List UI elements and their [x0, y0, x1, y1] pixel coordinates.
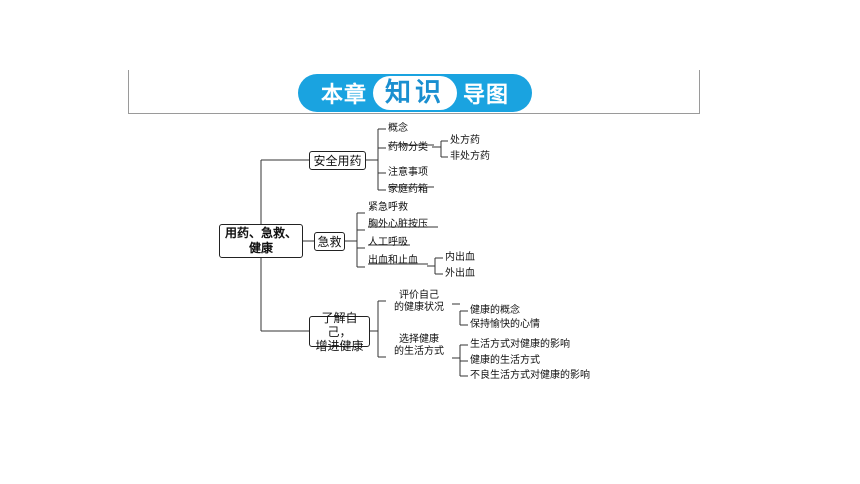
chapter-map-banner: 本章 知识 导图 — [298, 74, 532, 112]
bleeding-internal: 内出血 — [445, 252, 475, 263]
evaluate-item-cheerful-mood: 保持愉快的心情 — [470, 319, 540, 330]
root-line-2: 健康 — [248, 241, 273, 255]
branch-know-yourself: 了解自己， 增进健康 — [309, 311, 370, 353]
health-label-line-1: 了解自己， — [321, 310, 358, 339]
lifestyle-label: 选择健康 的生活方式 — [386, 334, 452, 358]
lifestyle-item-healthy: 健康的生活方式 — [470, 355, 540, 366]
banner-left-text: 本章 — [320, 83, 367, 108]
drug-type-prescription: 处方药 — [450, 135, 480, 146]
branch-safe-medication: 安全用药 — [309, 151, 366, 170]
bleeding-external: 外出血 — [445, 268, 475, 279]
safe-item-medicine-cabinet: 家庭药箱 — [388, 184, 428, 195]
aid-item-emergency-call: 紧急呼救 — [368, 202, 408, 213]
safe-item-classification: 药物分类 — [388, 142, 428, 153]
lifestyle-line-1: 选择健康 — [399, 334, 439, 345]
safe-item-concept: 概念 — [388, 123, 408, 134]
header-frame — [128, 70, 700, 114]
aid-item-chest-compression: 胸外心脏按压 — [368, 219, 428, 230]
health-label-line-2: 增进健康 — [315, 338, 364, 353]
branch-safe-label: 安全用药 — [313, 153, 362, 168]
branch-aid-label: 急救 — [317, 234, 342, 249]
banner-pill-text: 知识 — [372, 76, 457, 110]
drug-type-otc: 非处方药 — [450, 151, 490, 162]
root-node: 用药、急救、 健康 — [219, 224, 303, 258]
aid-item-bleeding: 出血和止血 — [368, 255, 418, 266]
lifestyle-item-unhealthy-impact: 不良生活方式对健康的影响 — [470, 370, 590, 381]
lifestyle-item-impact: 生活方式对健康的影响 — [470, 339, 570, 350]
lifestyle-line-2: 的生活方式 — [394, 346, 444, 357]
aid-item-artificial-respiration: 人工呼吸 — [368, 237, 408, 248]
safe-item-precautions: 注意事项 — [388, 167, 428, 178]
branch-first-aid: 急救 — [314, 232, 345, 251]
root-line-1: 用药、急救、 — [224, 226, 297, 240]
evaluate-line-1: 评价自己 — [399, 290, 439, 301]
evaluate-item-health-concept: 健康的概念 — [470, 305, 520, 316]
banner-right-text: 导图 — [463, 83, 510, 108]
evaluate-health-label: 评价自己 的健康状况 — [386, 290, 452, 314]
evaluate-line-2: 的健康状况 — [394, 302, 444, 313]
